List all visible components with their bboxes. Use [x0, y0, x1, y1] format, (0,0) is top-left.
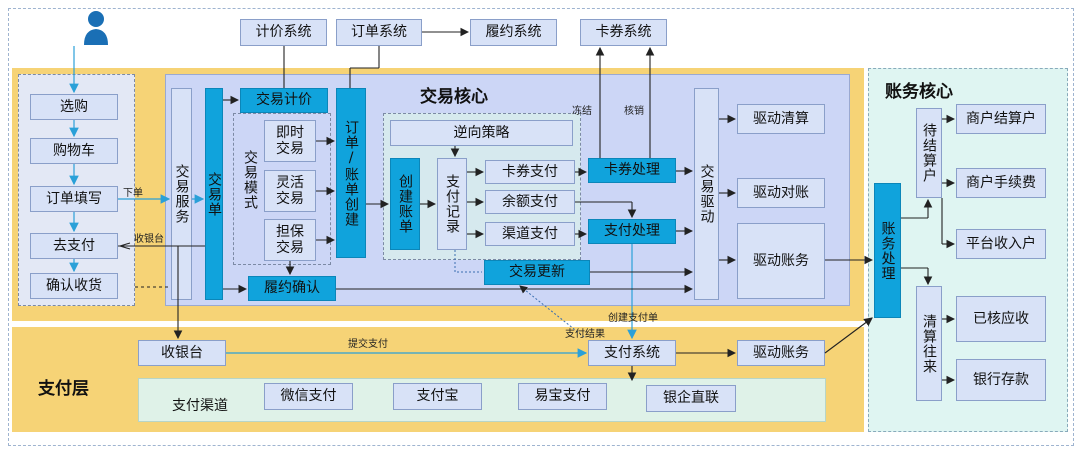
pending-settle-account[interactable]: 待结算户	[916, 108, 942, 198]
user-step-pay[interactable]: 去支付	[30, 233, 118, 259]
channel-wechat[interactable]: 微信支付	[264, 383, 353, 410]
channel-alipay[interactable]: 支付宝	[393, 383, 482, 410]
pay-process[interactable]: 支付处理	[588, 219, 676, 244]
mode-instant[interactable]: 即时交易	[264, 120, 316, 162]
outer-frame	[8, 8, 1074, 446]
pay-coupon[interactable]: 卡券支付	[485, 160, 575, 184]
channel-bank-direct[interactable]: 银企直联	[646, 385, 736, 412]
pay-system[interactable]: 支付系统	[588, 340, 676, 366]
fulfill-system[interactable]: 履约系统	[470, 19, 557, 46]
pay-record[interactable]: 支付记录	[437, 158, 467, 250]
edge-label-cashier: 收银台	[134, 234, 164, 245]
edge-label-freeze: 冻结	[572, 106, 592, 117]
trade-update[interactable]: 交易更新	[484, 260, 590, 285]
trade-service[interactable]: 交易服务	[171, 88, 192, 300]
pay-drive-accounting[interactable]: 驱动账务	[737, 340, 825, 366]
order-bill-create[interactable]: 订单/账单创建	[336, 88, 366, 258]
edge-label-pay-result: 支付结果	[565, 329, 605, 340]
pay-balance[interactable]: 余额支付	[485, 190, 575, 214]
bank-deposit[interactable]: 银行存款	[956, 359, 1046, 401]
cashier[interactable]: 收银台	[138, 340, 226, 366]
pay-channel[interactable]: 渠道支付	[485, 222, 575, 246]
trade-pricing[interactable]: 交易计价	[240, 88, 328, 113]
pay-channel-label: 支付渠道	[172, 398, 228, 414]
drive-accounting[interactable]: 驱动账务	[737, 223, 825, 299]
edge-label-verify: 核销	[624, 106, 644, 117]
account-process[interactable]: 账务处理	[874, 183, 901, 318]
trade-core-title: 交易核心	[420, 87, 488, 107]
edge-label-submit-pay: 提交支付	[348, 339, 388, 350]
channel-yeepay[interactable]: 易宝支付	[518, 383, 607, 410]
merchant-settle[interactable]: 商户结算户	[956, 104, 1046, 134]
pricing-system[interactable]: 计价系统	[240, 19, 327, 46]
edge-label-place-order: 下单	[123, 188, 143, 199]
trade-mode-label: 交易模式	[242, 150, 258, 210]
reverse-strategy[interactable]: 逆向策略	[390, 120, 573, 146]
coupon-process[interactable]: 卡券处理	[588, 158, 676, 183]
user-step-cart[interactable]: 购物车	[30, 138, 118, 164]
drive-clearing[interactable]: 驱动清算	[737, 104, 825, 134]
trade-drive[interactable]: 交易驱动	[694, 88, 719, 300]
create-bill[interactable]: 创建账单	[390, 158, 420, 250]
edge-label-create-pay-order: 创建支付单	[608, 313, 658, 324]
user-step-order-fill[interactable]: 订单填写	[30, 186, 118, 212]
coupon-system[interactable]: 卡券系统	[580, 19, 667, 46]
drive-reconcile[interactable]: 驱动对账	[737, 178, 825, 208]
verified-receivable[interactable]: 已核应收	[956, 296, 1046, 342]
user-step-confirm[interactable]: 确认收货	[30, 273, 118, 299]
mode-guarantee[interactable]: 担保交易	[264, 219, 316, 261]
account-core-title: 账务核心	[885, 82, 953, 102]
user-icon	[83, 10, 109, 46]
fulfill-confirm[interactable]: 履约确认	[248, 276, 336, 301]
platform-income[interactable]: 平台收入户	[956, 229, 1046, 259]
trade-order[interactable]: 交易单	[205, 88, 223, 300]
mode-flexible[interactable]: 灵活交易	[264, 170, 316, 212]
order-system[interactable]: 订单系统	[336, 19, 422, 46]
clearing-account[interactable]: 清算往来	[916, 286, 942, 401]
user-step-browse[interactable]: 选购	[30, 94, 118, 120]
pay-layer-title: 支付层	[38, 379, 89, 399]
merchant-fee[interactable]: 商户手续费	[956, 168, 1046, 198]
